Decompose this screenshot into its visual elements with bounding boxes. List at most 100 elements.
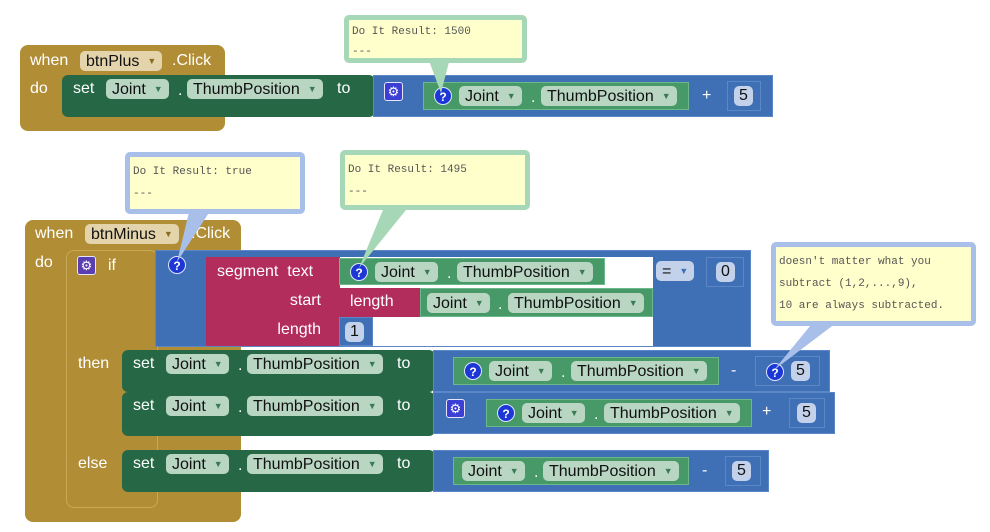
segment-text-label: segment text <box>217 263 314 280</box>
chevron-down-icon: ▼ <box>422 267 432 277</box>
getter-block[interactable]: ? Joint▼ . ThumbPosition▼ <box>423 82 689 110</box>
start-label: start <box>289 292 321 309</box>
chevron-down-icon: ▼ <box>661 91 671 101</box>
number-block[interactable]: 1 <box>339 317 373 346</box>
do-label: do <box>30 80 48 97</box>
number-field[interactable]: 5 <box>732 461 751 481</box>
component-name: Joint <box>495 363 529 380</box>
getter-block[interactable]: ? Joint▼ . ThumbPosition▼ <box>453 357 719 385</box>
property-dropdown[interactable]: ThumbPosition▼ <box>604 403 740 423</box>
segment-block[interactable]: segment text start length <box>206 257 340 346</box>
length-block[interactable]: length <box>339 288 421 317</box>
component-name: Joint <box>381 264 415 281</box>
getter-block[interactable]: Joint▼ . ThumbPosition▼ <box>420 288 653 317</box>
help-icon[interactable]: ? <box>168 256 186 274</box>
chevron-down-icon: ▼ <box>147 56 157 66</box>
comment-bubble[interactable]: Do It Result: 1495 --- <box>340 150 530 210</box>
number-block[interactable]: 5 <box>725 456 761 486</box>
property-dropdown[interactable]: ThumbPosition▼ <box>543 461 679 481</box>
component-name: Joint <box>433 295 467 312</box>
set-block[interactable]: set Joint▼ . ThumbPosition▼ to <box>62 75 375 117</box>
comment-bubble[interactable]: Do It Result: true --- <box>125 152 305 214</box>
gear-icon[interactable]: ⚙ <box>384 82 403 101</box>
do-label: do <box>35 254 53 271</box>
component-name: btnPlus <box>86 53 140 70</box>
component-dropdown[interactable]: Joint▼ <box>459 86 522 106</box>
chevron-down-icon: ▼ <box>367 401 377 411</box>
help-icon[interactable]: ? <box>766 363 784 381</box>
chevron-down-icon: ▼ <box>153 84 163 94</box>
chevron-down-icon: ▼ <box>213 359 223 369</box>
dot-label: . <box>534 464 539 481</box>
component-dropdown[interactable]: Joint ▼ <box>166 354 229 374</box>
number-block[interactable]: 5 <box>727 81 761 111</box>
operator-label: - <box>702 462 708 479</box>
gear-icon[interactable]: ⚙ <box>77 256 96 275</box>
property-dropdown[interactable]: ThumbPosition▼ <box>187 79 323 99</box>
chevron-down-icon: ▼ <box>213 459 223 469</box>
dot-label: . <box>447 265 452 282</box>
set-block[interactable]: set Joint▼ . ThumbPosition▼ to <box>122 392 435 436</box>
help-icon[interactable]: ? <box>464 362 482 380</box>
set-label: set <box>133 355 155 372</box>
component-dropdown[interactable]: Joint ▼ <box>427 293 490 313</box>
property-dropdown[interactable]: ThumbPosition▼ <box>541 86 677 106</box>
compare-block[interactable]: ? segment text start length ? Joint ▼ . T… <box>155 250 751 347</box>
number-field[interactable]: 5 <box>734 86 753 106</box>
dot-label: . <box>238 357 243 374</box>
set-block[interactable]: set Joint▼ . ThumbPosition▼ to <box>122 350 435 392</box>
property-name: ThumbPosition <box>514 295 621 312</box>
comment-bubble[interactable]: Do It Result: 1500 --- <box>344 15 527 63</box>
dot-label: . <box>594 406 599 423</box>
number-block[interactable]: 5 <box>789 398 825 428</box>
help-icon[interactable]: ? <box>497 404 515 422</box>
component-dropdown[interactable]: Joint▼ <box>522 403 585 423</box>
number-field[interactable]: 5 <box>791 361 810 381</box>
property-dropdown[interactable]: ThumbPosition▼ <box>508 293 644 313</box>
help-icon[interactable]: ? <box>350 263 368 281</box>
component-dropdown[interactable]: Joint▼ <box>462 461 525 481</box>
chevron-down-icon: ▼ <box>367 359 377 369</box>
math-subtract-block[interactable]: Joint▼ . ThumbPosition▼ - 5 <box>433 450 769 492</box>
component-dropdown[interactable]: Joint ▼ <box>166 454 229 474</box>
chevron-down-icon: ▼ <box>506 91 516 101</box>
component-dropdown[interactable]: Joint▼ <box>166 396 229 416</box>
component-name: Joint <box>172 456 206 473</box>
set-block[interactable]: set Joint▼ . ThumbPosition▼ to <box>122 450 435 492</box>
chevron-down-icon: ▼ <box>536 366 546 376</box>
getter-block[interactable]: Joint▼ . ThumbPosition▼ <box>453 457 689 485</box>
help-icon[interactable]: ? <box>434 87 452 105</box>
dot-label: . <box>238 457 243 474</box>
math-add-block[interactable]: ⚙ ? Joint▼ . ThumbPosition▼ + 5 <box>373 75 773 117</box>
component-dropdown-btnminus[interactable]: btnMinus▼ <box>85 224 179 244</box>
getter-block[interactable]: ? Joint▼ . ThumbPosition▼ <box>486 399 752 427</box>
math-add-block[interactable]: ⚙ ? Joint▼ . ThumbPosition▼ + 5 <box>433 392 835 434</box>
property-dropdown[interactable]: ThumbPosition▼ <box>457 262 593 282</box>
component-dropdown[interactable]: Joint ▼ <box>489 361 552 381</box>
number-field[interactable]: 1 <box>345 322 364 342</box>
component-dropdown[interactable]: Joint ▼ <box>375 262 438 282</box>
chevron-down-icon: ▼ <box>307 84 317 94</box>
number-field[interactable]: 0 <box>716 262 735 282</box>
number-field[interactable]: 5 <box>797 403 816 423</box>
property-dropdown[interactable]: ThumbPosition▼ <box>247 396 383 416</box>
component-dropdown-btnplus[interactable]: btnPlus ▼ <box>80 51 163 71</box>
component-name: Joint <box>172 356 206 373</box>
gear-icon[interactable]: ⚙ <box>446 399 465 418</box>
property-dropdown[interactable]: ThumbPosition▼ <box>571 361 707 381</box>
comment-line: subtract (1,2,...,9), <box>779 278 918 290</box>
property-dropdown[interactable]: ThumbPosition▼ <box>247 454 383 474</box>
operator-label: - <box>731 362 737 379</box>
component-dropdown[interactable]: Joint▼ <box>106 79 169 99</box>
chevron-down-icon: ▼ <box>663 466 673 476</box>
operator: = <box>662 263 672 280</box>
chevron-down-icon: ▼ <box>474 298 484 308</box>
number-block[interactable]: 0 <box>706 257 744 287</box>
math-subtract-block[interactable]: ? Joint▼ . ThumbPosition▼ - ? 5 <box>433 350 830 392</box>
property-dropdown[interactable]: ThumbPosition▼ <box>247 354 383 374</box>
compare-operator-dropdown[interactable]: =▼ <box>656 261 695 281</box>
set-label: set <box>73 80 95 97</box>
number-block[interactable]: ? 5 <box>755 356 820 386</box>
comment-bubble[interactable]: doesn't matter what you subtract (1,2,..… <box>771 242 976 326</box>
getter-block[interactable]: ? Joint ▼ . ThumbPosition▼ <box>339 258 605 285</box>
